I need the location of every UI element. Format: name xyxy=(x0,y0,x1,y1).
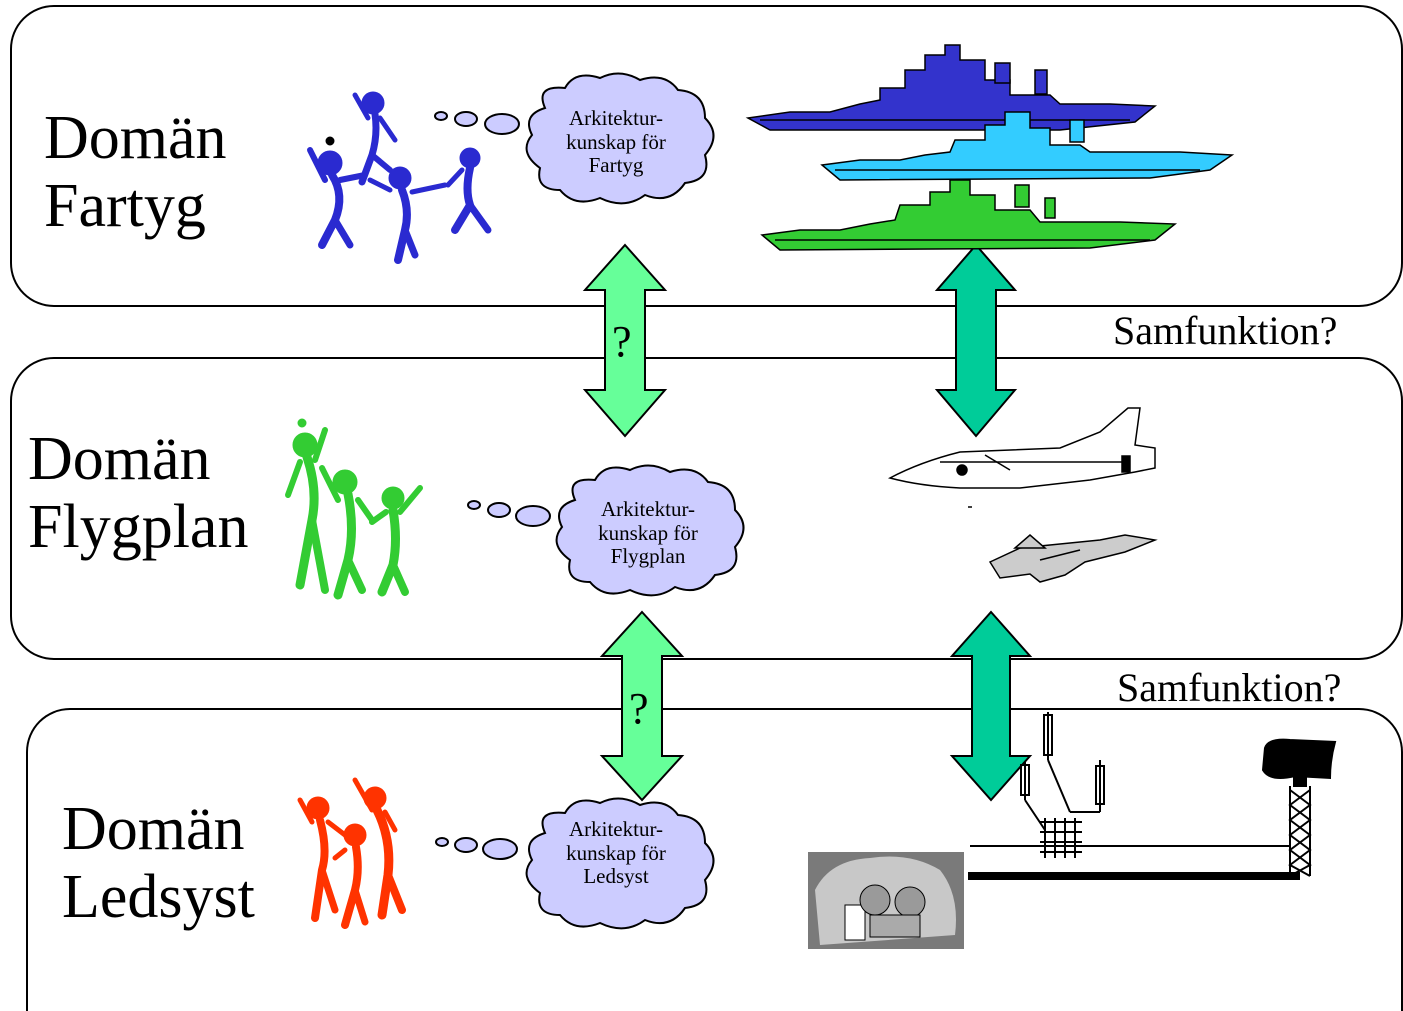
double-arrow-samfunktion-1 xyxy=(934,243,1018,438)
domain-title-line2: Ledsyst xyxy=(62,863,255,932)
question-mark-2: ? xyxy=(629,684,649,733)
viggen-aircraft-icon xyxy=(887,407,1156,508)
thought-bubble-ledsyst xyxy=(435,797,715,930)
cloud-line: kunskap för xyxy=(598,520,698,545)
cloud-line: Fartyg xyxy=(588,153,644,178)
people-group-ledsyst-icon xyxy=(297,777,406,929)
thought-bubble-flygplan xyxy=(467,464,745,597)
cloud-text-fartyg: Arkitektur- kunskap för Fartyg xyxy=(541,106,691,178)
people-group-flygplan-icon xyxy=(285,418,423,600)
domain-title-fartyg: Domän Fartyg xyxy=(44,104,227,240)
cloud-line: Ledsyst xyxy=(583,864,649,889)
samfunktion-label-2: Samfunktion? xyxy=(1117,665,1342,710)
domain-title-flygplan: Domän Flygplan xyxy=(28,425,248,561)
ship-cyan-icon xyxy=(820,111,1235,181)
gripen-aircraft-icon xyxy=(988,534,1158,583)
double-arrow-knowledge-1 xyxy=(582,243,668,438)
domain-title-ledsyst: Domän Ledsyst xyxy=(62,795,255,931)
cloud-text-flygplan: Arkitektur- kunskap för Flygplan xyxy=(573,497,723,569)
ship-blue-icon xyxy=(745,44,1158,131)
domain-title-line2: Fartyg xyxy=(44,172,206,241)
domain-title-line2: Flygplan xyxy=(28,493,249,562)
samfunktion-label-1: Samfunktion? xyxy=(1113,308,1338,353)
command-system-icon xyxy=(968,712,1337,880)
cloud-line: Arkitektur- xyxy=(568,106,664,130)
bunker-icon xyxy=(808,852,964,949)
domain-title-line1: Domän xyxy=(62,795,245,863)
cloud-line: Arkitektur- xyxy=(600,497,696,521)
cloud-line: Flygplan xyxy=(610,544,686,569)
domain-title-line1: Domän xyxy=(44,104,227,172)
cloud-line: kunskap för xyxy=(566,840,666,865)
thought-bubble-fartyg xyxy=(434,72,715,205)
cloud-text-ledsyst: Arkitektur- kunskap för Ledsyst xyxy=(541,817,691,889)
cloud-line: Arkitektur- xyxy=(568,817,664,841)
people-group-fartyg-icon xyxy=(307,91,492,264)
question-mark-1: ? xyxy=(612,317,632,366)
double-arrow-knowledge-2 xyxy=(599,610,685,802)
domain-title-line1: Domän xyxy=(28,425,211,493)
ship-green-icon xyxy=(760,179,1178,251)
cloud-line: kunskap för xyxy=(566,129,666,154)
double-arrow-samfunktion-2 xyxy=(949,610,1033,802)
